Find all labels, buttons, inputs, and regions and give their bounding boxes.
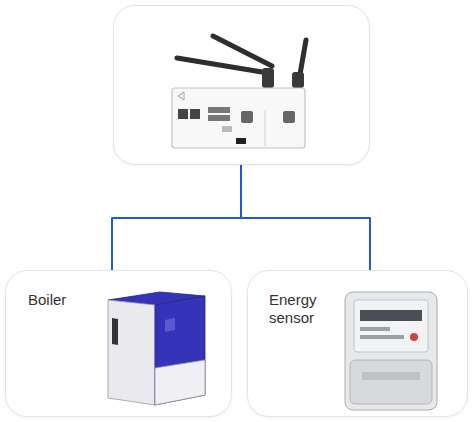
boiler-illustration — [108, 292, 205, 405]
device-box: Boiler — [5, 270, 232, 417]
device-box: Energy sensor — [247, 270, 468, 417]
connector-line — [112, 165, 241, 270]
connector-line — [241, 165, 370, 270]
device-box — [113, 5, 370, 165]
energy-meter-illustration — [345, 292, 437, 410]
device-label: Energy sensor — [269, 291, 351, 327]
device-label: Boiler — [28, 291, 118, 309]
router-illustration — [172, 36, 306, 148]
